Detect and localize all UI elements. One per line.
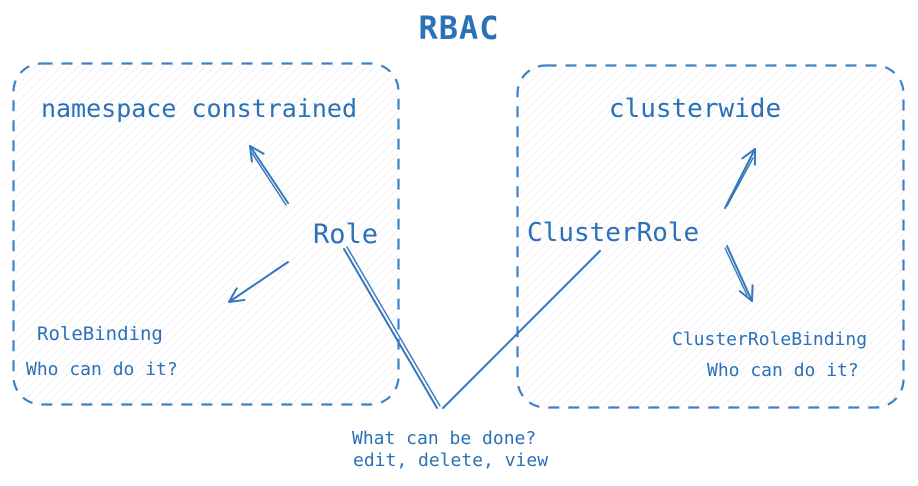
- clusterrolebinding-question: Who can do it?: [707, 360, 859, 381]
- role-label: Role: [313, 219, 379, 250]
- line-role-to-verbs-overdraw: [346, 246, 441, 407]
- arrow-clusterrole-to-clusterwide-overdraw: [726, 157, 754, 207]
- arrow-clusterrole-to-clusterrolebinding-overdraw: [724, 247, 748, 296]
- line-role-to-verbs: [343, 248, 438, 409]
- clusterrole-label: ClusterRole: [527, 218, 700, 248]
- arrow-role-to-namespace-overdraw: [251, 152, 287, 206]
- rolebinding-question: Who can do it?: [26, 359, 178, 380]
- arrow-clusterrole-to-clusterrolebinding-icon: [726, 245, 754, 302]
- namespace-scope-label: namespace constrained: [40, 94, 358, 123]
- namespace-scope-box: [12, 62, 400, 406]
- clusterwide-scope-box: [516, 64, 905, 409]
- clusterwide-scope-label: clusterwide: [608, 94, 782, 124]
- diagram-title: RBAC: [418, 9, 500, 47]
- arrow-role-to-namespace-icon: [249, 145, 289, 204]
- rolebinding-label: RoleBinding: [37, 323, 163, 345]
- line-clusterrole-to-verbs: [442, 250, 601, 409]
- arrow-role-to-rolebinding-icon: [228, 261, 289, 303]
- clusterrolebinding-label: ClusterRoleBinding: [672, 329, 868, 350]
- verbs-question: What can be done?: [352, 428, 537, 449]
- verbs-examples: edit, delete, view: [353, 450, 549, 471]
- arrow-clusterrole-to-clusterwide-icon: [724, 148, 756, 209]
